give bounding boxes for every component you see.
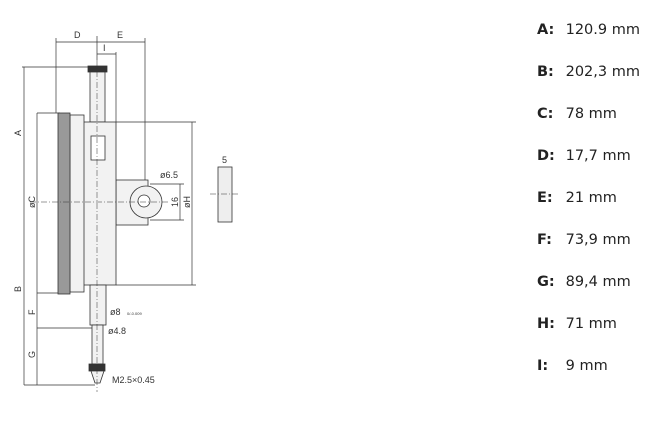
dimension-key: H: — [537, 316, 555, 332]
dimension-value: 202,3 mm — [565, 64, 640, 80]
label-h: øH — [182, 196, 192, 208]
dimension-key: E: — [537, 190, 553, 206]
dimension-value: 73,9 mm — [565, 232, 631, 248]
dimension-d: D: 17,7 mm — [537, 148, 640, 190]
dimension-key: A: — [537, 22, 555, 38]
dimension-list: A: 120.9 mm B: 202,3 mm C: 78 mm D: 17,7… — [537, 22, 640, 400]
dimension-value: 9 mm — [565, 358, 608, 374]
dimension-value: 17,7 mm — [565, 148, 631, 164]
label-c: øC — [27, 196, 37, 208]
label-hole: ø6.5 — [160, 170, 178, 180]
dimension-f: F: 73,9 mm — [537, 232, 640, 274]
label-spindle: ø4.8 — [108, 326, 126, 336]
dimension-h: H: 71 mm — [537, 316, 640, 358]
dimension-g: G: 89,4 mm — [537, 274, 640, 316]
dimension-key: G: — [537, 274, 555, 290]
dimension-key: F: — [537, 232, 552, 248]
dimension-key: C: — [537, 106, 554, 122]
label-a: A — [13, 130, 23, 136]
dial-indicator-drawing: D E I A øC B F G øH 16 ø6.5 5 ø8 0/-0.00… — [13, 30, 240, 392]
label-stem-tol: 0/-0.009 — [127, 311, 142, 316]
dimension-value: 21 mm — [565, 190, 617, 206]
dimension-e: E: 21 mm — [537, 190, 640, 232]
label-f: F — [27, 309, 37, 315]
label-stem: ø8 — [110, 307, 121, 317]
label-i: I — [103, 43, 106, 53]
label-lug: 16 — [170, 197, 180, 207]
dimension-value: 120.9 mm — [565, 22, 640, 38]
label-thread: M2.5×0.45 — [112, 375, 155, 385]
label-d: D — [74, 30, 81, 40]
dimension-a: A: 120.9 mm — [537, 22, 640, 64]
dimension-c: C: 78 mm — [537, 106, 640, 148]
dimension-i: I: 9 mm — [537, 358, 640, 400]
dimension-b: B: 202,3 mm — [537, 64, 640, 106]
dimension-value: 89,4 mm — [565, 274, 631, 290]
dimension-key: B: — [537, 64, 554, 80]
label-thickness: 5 — [222, 155, 227, 165]
dimension-key: I: — [537, 358, 549, 374]
dimension-value: 78 mm — [565, 106, 617, 122]
dimension-key: D: — [537, 148, 555, 164]
label-g: G — [27, 351, 37, 358]
dimension-value: 71 mm — [565, 316, 617, 332]
label-b: B — [13, 286, 23, 292]
label-e: E — [117, 30, 123, 40]
